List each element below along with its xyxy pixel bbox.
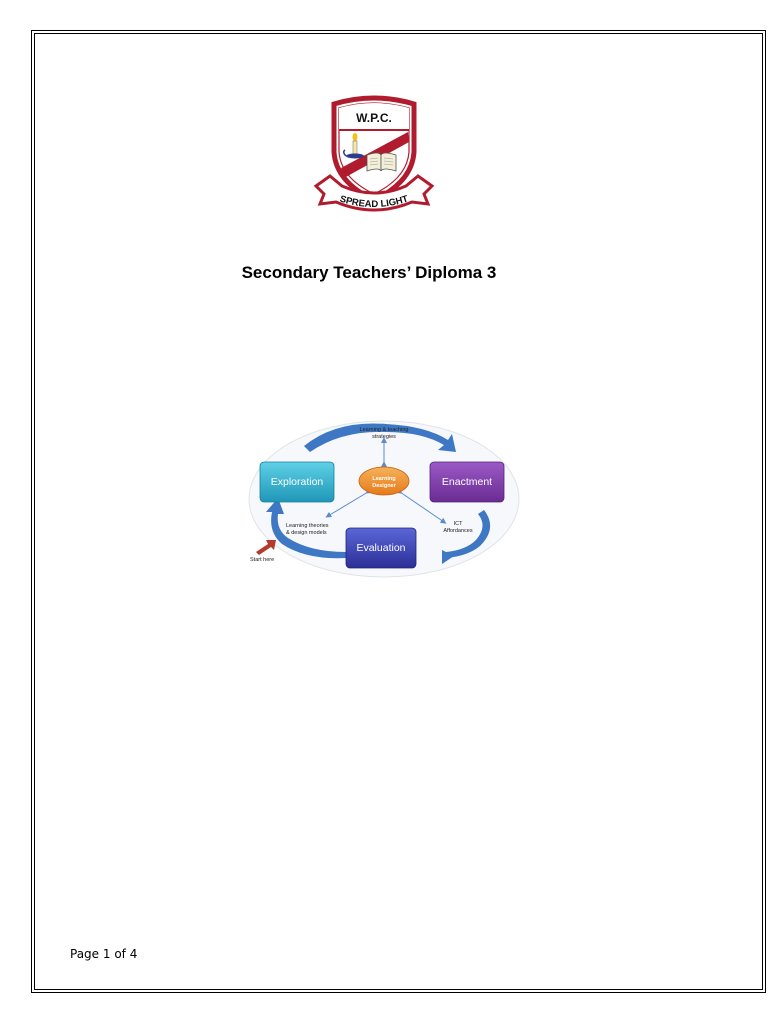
evaluation-label: Evaluation	[356, 542, 405, 554]
diagram-background	[248, 420, 520, 578]
candle-icon	[342, 133, 364, 159]
page-number: Page 1 of 4	[70, 947, 138, 961]
learning-designer-node: Learning Designer	[358, 466, 410, 496]
crest-motto: SPREAD LIGHT	[338, 193, 409, 210]
label-ict-2: Affordances	[443, 528, 473, 534]
crest-motto-text: SPREAD LIGHT	[338, 193, 409, 210]
enactment-box: Enactment	[429, 461, 505, 503]
start-arrow-icon	[256, 540, 276, 555]
learning-designer-line-2: Designer	[372, 483, 396, 489]
label-teaching-strategies-2: strategies	[372, 434, 396, 440]
label-teaching-strategies-1: Learning & teaching	[360, 427, 409, 433]
label-ict-1: ICT	[454, 521, 464, 527]
school-crest-logo: W.P.C. SPREAD LIGHT	[313, 95, 435, 212]
crest-banner-text: W.P.C.	[356, 111, 392, 125]
label-learning-theories-1: Learning theories	[286, 523, 329, 529]
connector-lines	[325, 437, 447, 524]
page-border-inner	[34, 33, 763, 990]
label-start-here: Start here	[250, 557, 274, 563]
exploration-box: Exploration	[259, 461, 335, 503]
evaluation-box: Evaluation	[345, 527, 417, 569]
label-learning-theories-2: & design models	[286, 530, 327, 536]
page-border-outer	[31, 30, 766, 993]
document-title: Secondary Teachers’ Diploma 3	[241, 263, 497, 282]
learning-design-cycle-diagram: Learning & teaching strategies Explorati…	[248, 420, 520, 578]
enactment-label: Enactment	[442, 476, 492, 488]
exploration-label: Exploration	[271, 476, 324, 488]
cycle-arrows	[266, 423, 491, 564]
open-book-icon	[366, 152, 397, 172]
learning-designer-line-1: Learning	[372, 476, 395, 482]
